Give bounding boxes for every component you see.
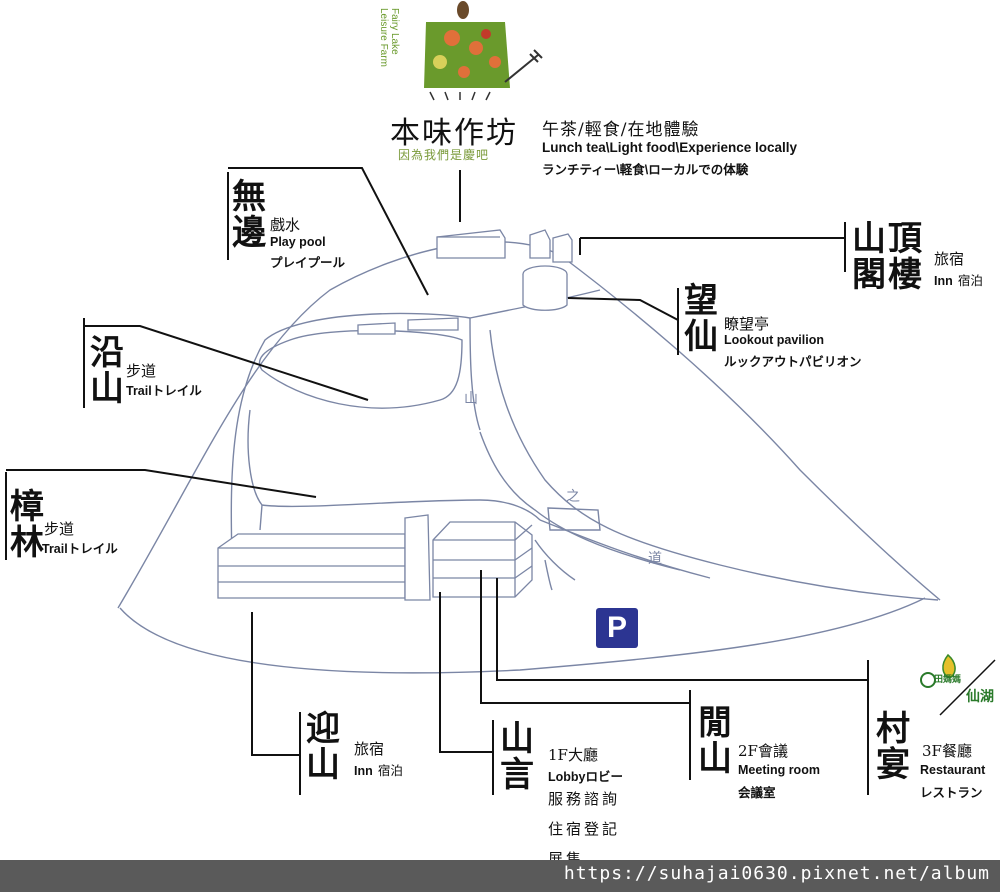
- restaurant-name-1: 村: [876, 709, 910, 749]
- leader-lines: [5, 167, 869, 795]
- meeting-jp: 会議室: [738, 786, 776, 800]
- inn-top-zh: 旅宿: [934, 250, 965, 268]
- trail-1-en: Trail: [126, 384, 152, 398]
- buildings: [217, 229, 573, 601]
- watermark-url: https://suhajai0630.pixnet.net/album: [563, 863, 990, 884]
- trail-2-name-2: 林: [10, 522, 44, 563]
- meeting-title: 閒 山: [698, 703, 732, 779]
- lobby-en: Lobby: [548, 770, 586, 784]
- trail-1-title: 沿 山: [90, 333, 124, 409]
- play-pool-jp: プレイプール: [270, 256, 346, 270]
- inn-bottom-title: 迎 山: [306, 709, 340, 785]
- meeting-name-2: 山: [698, 738, 732, 779]
- lobby-en-jp: Lobbyロビー: [548, 766, 623, 785]
- inn-top-name-2: 閣樓: [852, 254, 924, 295]
- inn-bottom-jp: 宿泊: [377, 764, 403, 778]
- restaurant-jp: レストラン: [920, 786, 983, 800]
- lobby-name-1: 山: [500, 719, 534, 759]
- inn-bottom-zh: 旅宿: [354, 740, 385, 758]
- trail-2-jp: トレイル: [67, 542, 118, 556]
- trail-2-en: Trail: [42, 542, 68, 556]
- inn-bottom-en: Inn: [354, 764, 373, 778]
- pavilion-zh: 瞭望亭: [724, 315, 770, 333]
- trail-1-name-1: 沿: [90, 333, 124, 373]
- inn-bottom-name-2: 山: [306, 744, 340, 785]
- workshop-desc-zh: 午茶/輕食/在地體驗: [542, 120, 700, 140]
- pavilion-name-2: 仙: [684, 316, 718, 357]
- road-char-3: 道: [648, 551, 662, 567]
- inn-top-jp: 宿泊: [957, 274, 983, 288]
- inn-top-name-1: 山頂: [852, 219, 924, 259]
- lobby-jp: ロビー: [585, 770, 624, 784]
- trail-2-zh: 步道: [44, 520, 75, 538]
- play-pool-title: 無 邊: [232, 177, 266, 253]
- restaurant-name-2: 宴: [876, 744, 910, 785]
- trail-1-name-2: 山: [90, 368, 124, 409]
- play-pool-name-2: 邊: [232, 212, 266, 253]
- restaurant-en: Restaurant: [920, 763, 986, 777]
- inn-bottom-en-jp: Inn 宿泊: [354, 760, 403, 779]
- inn-top-en-jp: Inn 宿泊: [934, 270, 983, 289]
- play-pool-name-1: 無: [232, 177, 266, 217]
- workshop-tagline: 因為我們是慶吧: [398, 148, 490, 162]
- inn-bottom-name-1: 迎: [306, 709, 340, 749]
- farm-logo-side-text: Fairy Lake Leisure Farm: [378, 8, 400, 67]
- meeting-en: Meeting room: [738, 763, 820, 777]
- pavilion-title: 望 仙: [684, 281, 718, 357]
- watermark-bar: https://suhajai0630.pixnet.net/album: [0, 860, 1000, 892]
- play-pool-en: Play pool: [270, 235, 326, 249]
- trail-2-en-jp: Trailトレイル: [42, 538, 118, 557]
- pavilion-jp: ルックアウトパビリオン: [724, 355, 862, 369]
- trail-2-title: 樟 林: [10, 487, 44, 563]
- pavilion-en: Lookout pavilion: [724, 333, 824, 347]
- trail-1-zh: 步道: [126, 362, 157, 380]
- inn-top-en: Inn: [934, 274, 953, 288]
- lobby-name-2: 言: [500, 754, 534, 795]
- lobby-floor: 1F大廳: [548, 746, 598, 764]
- parking-label: P: [606, 611, 627, 644]
- meeting-floor: 2F會議: [738, 742, 788, 760]
- inn-top-title: 山頂 閣樓: [852, 219, 924, 295]
- trail-1-jp: トレイル: [151, 384, 202, 398]
- brand-logo-icon: [920, 653, 996, 716]
- logo-side-text-2: Leisure Farm: [378, 8, 389, 67]
- workshop-desc-en: Lunch tea\Light food\Experience locally: [542, 140, 798, 155]
- road-char-2: 之: [566, 489, 580, 505]
- brand-logo-text-2: 仙湖: [966, 689, 994, 705]
- farm-logo-icon: [424, 1, 543, 101]
- brand-logo-text-1: 田媽媽: [934, 675, 962, 685]
- lobby-extra-2: 住宿登記: [548, 820, 621, 838]
- trail-1-en-jp: Trailトレイル: [126, 380, 202, 399]
- trail-2-name-1: 樟: [10, 487, 44, 527]
- road-char-1: 山: [464, 391, 478, 407]
- restaurant-floor: 3F餐廳: [922, 742, 972, 760]
- logo-side-text-1: Fairy Lake: [389, 8, 400, 55]
- workshop-name: 本味作坊: [390, 116, 518, 151]
- play-pool-zh: 戲水: [270, 216, 301, 234]
- meeting-name-1: 閒: [698, 703, 732, 743]
- parking-sign: [596, 608, 638, 648]
- lobby-title: 山 言: [500, 719, 534, 795]
- lobby-extra-1: 服務諮詢: [548, 790, 621, 808]
- workshop-desc-jp: ランチティー\軽食\ローカルでの体験: [542, 163, 749, 177]
- pavilion-name-1: 望: [684, 281, 718, 321]
- restaurant-title: 村 宴: [876, 709, 910, 785]
